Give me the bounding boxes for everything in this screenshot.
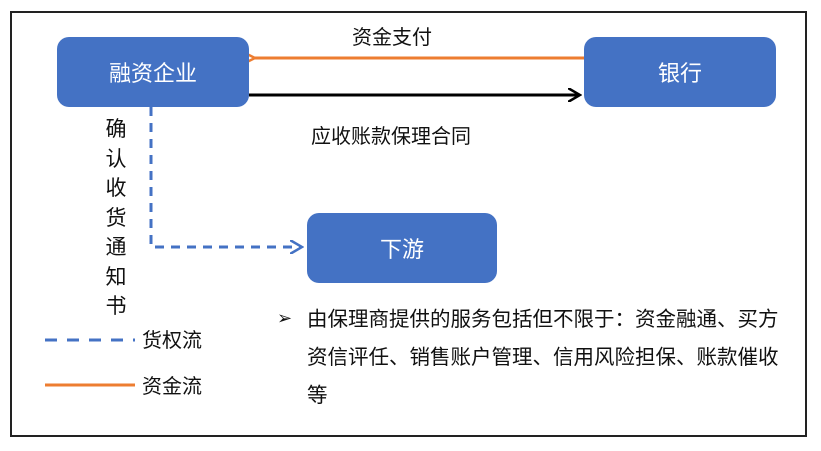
fund-payment-label: 资金支付 — [352, 25, 432, 49]
arrow-bullet-icon: ➢ — [277, 308, 293, 329]
bank-node: 银行 — [584, 37, 776, 107]
goods-flow-arrow — [149, 107, 302, 247]
legend-cash-flow-label: 资金流 — [142, 374, 202, 398]
service-note-text: 由保理商提供的服务包括但不限于：资金融通、买方资信评任、销售账户管理、信用风险担… — [307, 307, 779, 407]
downstream-node: 下游 — [307, 213, 497, 283]
receipt-confirmation-label: 确认收货通知书 — [105, 117, 127, 318]
financing-enterprise-node: 融资企业 — [57, 37, 249, 107]
legend-goods-flow-label: 货权流 — [142, 328, 202, 352]
factoring-contract-label: 应收账款保理合同 — [311, 124, 471, 148]
